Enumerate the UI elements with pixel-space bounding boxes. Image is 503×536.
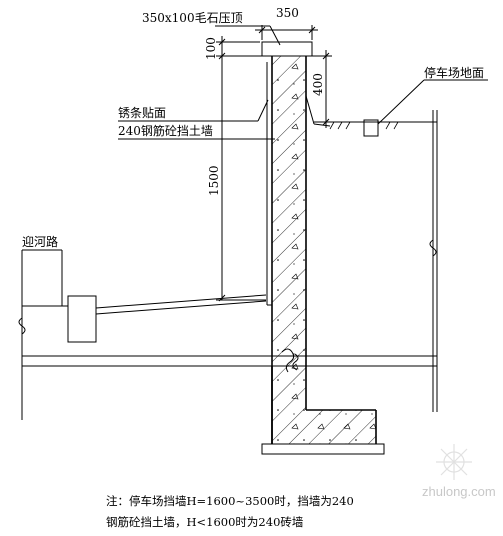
tile-facing-label: 锈条贴面 <box>118 106 166 120</box>
coping-height-dimension: 100 <box>204 37 218 60</box>
wall-height-dimension: 1500 <box>207 165 221 196</box>
footing-base <box>261 443 385 455</box>
note-line-2: 钢筋砼挡土墙，H<1600时为240砖墙 <box>106 515 304 529</box>
coping-stone <box>261 41 313 57</box>
road-curb <box>67 295 97 343</box>
watermark-text: zhulong.com <box>422 484 496 499</box>
parking-ground-label: 停车场地面 <box>424 65 484 80</box>
coping-width-dimension: 350 <box>276 6 299 20</box>
curb-block <box>363 119 379 137</box>
road-label: 迎河路 <box>22 234 58 249</box>
wall-type-label: 240钢筋砼挡土墙 <box>118 123 213 138</box>
watermark-logo <box>436 444 472 480</box>
note-line-1: 注：停车场挡墙H=1600~3500时，挡墙为240 <box>106 494 354 508</box>
retained-height-dimension: 400 <box>311 73 325 96</box>
coping-label: 350x100毛石压顶 <box>142 11 243 25</box>
